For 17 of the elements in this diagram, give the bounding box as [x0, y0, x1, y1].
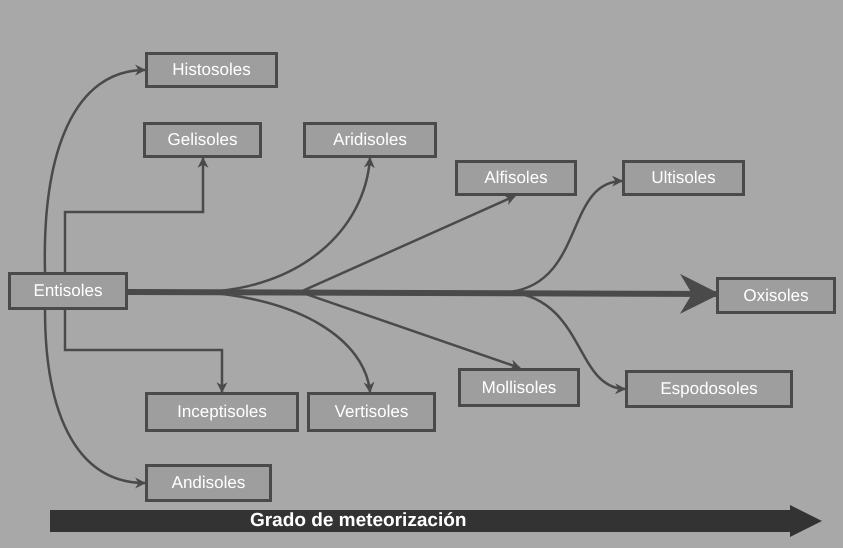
soil-order-box: Inceptisoles [145, 392, 299, 432]
soil-order-box: Gelisoles [143, 122, 262, 158]
soil-order-box: Entisoles [8, 272, 128, 310]
axis-label: Grado de meteorización [250, 511, 466, 531]
soil-order-box: Ultisoles [622, 160, 745, 196]
arrow [64, 156, 208, 272]
soil-order-box: Histosoles [145, 52, 278, 88]
soil-order-box: Oxisoles [716, 277, 836, 314]
soil-order-box: Vertisoles [307, 392, 436, 432]
soil-order-box: Espodosoles [625, 370, 793, 408]
arrow [44, 310, 146, 488]
soil-order-box: Alfisoles [455, 160, 577, 196]
arrow [64, 310, 228, 394]
arrow [44, 66, 146, 272]
soil-order-box: Mollisoles [458, 368, 580, 407]
soil-order-box: Andisoles [145, 464, 272, 502]
soil-order-box: Aridisoles [303, 122, 437, 158]
